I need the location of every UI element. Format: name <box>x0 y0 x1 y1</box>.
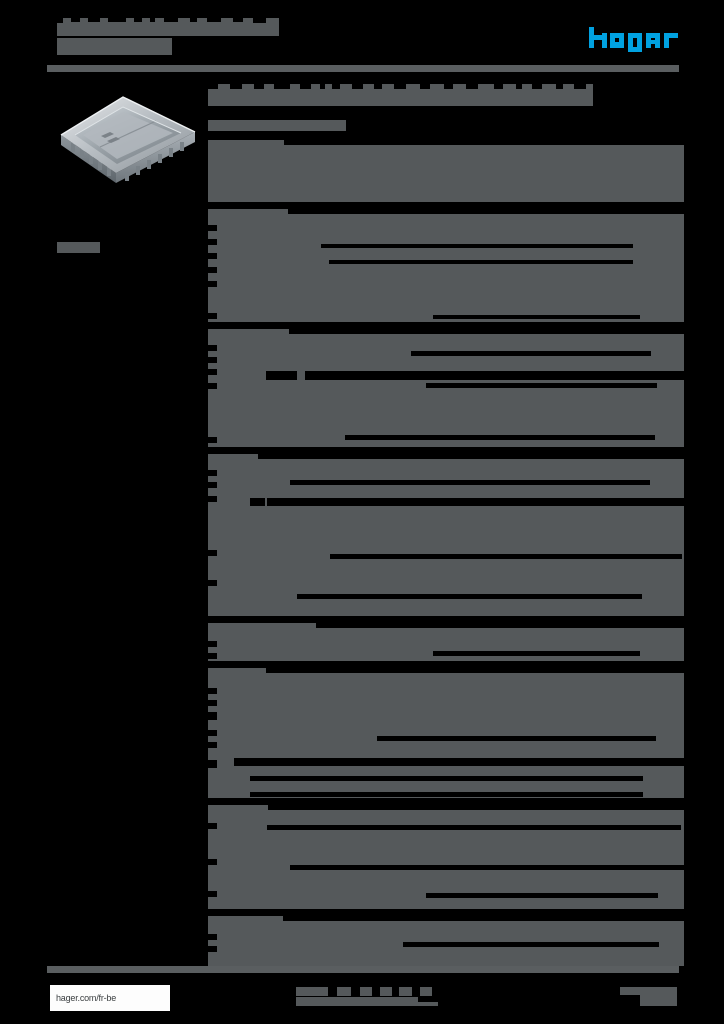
title-notch <box>207 18 221 22</box>
footer-page-number <box>620 987 677 1006</box>
leader-dots <box>411 351 651 356</box>
page-title <box>208 84 593 106</box>
spec-section-body <box>208 156 684 202</box>
leader-dots <box>433 651 640 656</box>
spec-section <box>208 668 688 798</box>
spec-section-body <box>208 225 684 322</box>
spec-section-header <box>208 454 688 470</box>
spec-section-body <box>208 684 688 798</box>
title-notch <box>253 18 266 23</box>
leader-dots <box>267 825 681 830</box>
leader-dots <box>290 865 685 870</box>
spec-section <box>208 140 688 202</box>
leader-dots <box>250 792 643 797</box>
spec-section-body <box>208 639 684 661</box>
spec-section <box>208 916 688 966</box>
spec-section <box>208 454 688 616</box>
spec-rows <box>208 684 688 798</box>
footer-center-text <box>296 987 446 1007</box>
spec-rows <box>208 470 688 616</box>
leader-dots <box>297 594 642 599</box>
title-notch <box>233 18 243 22</box>
document-title <box>57 18 279 55</box>
document-title-line-1 <box>57 18 279 36</box>
spec-section-header <box>208 140 688 156</box>
spec-section-header <box>208 209 688 225</box>
title-notch <box>57 18 63 23</box>
title-notch <box>164 18 178 22</box>
hager-logo <box>588 26 680 52</box>
spec-section <box>208 623 688 661</box>
title-notch <box>209 38 213 44</box>
product-reference <box>57 242 100 253</box>
product-image <box>53 88 203 190</box>
spec-section-body <box>208 932 684 966</box>
spec-section-header <box>208 916 688 932</box>
document-title-line-2 <box>57 38 172 55</box>
spec-section-header <box>208 668 688 684</box>
spec-section-body <box>208 470 688 616</box>
leader-dots <box>377 736 656 741</box>
spec-section-header <box>208 623 688 639</box>
leader-dots <box>250 776 643 781</box>
spec-section <box>208 329 688 447</box>
leader-dots <box>426 893 658 898</box>
spec-section-header <box>208 805 688 821</box>
footer-website-link[interactable]: hager.com/fr-be <box>50 985 170 1011</box>
header-rule <box>47 65 679 72</box>
title-notch <box>150 18 155 22</box>
spec-section-body <box>208 821 685 909</box>
spec-rows <box>208 639 684 661</box>
spec-section <box>208 805 688 909</box>
leader-dots <box>403 942 659 947</box>
leader-dots <box>290 480 650 485</box>
footer-rule <box>47 966 679 973</box>
title-notch <box>71 18 80 22</box>
page-header <box>0 0 724 80</box>
title-notch <box>172 38 175 44</box>
leader-dots <box>321 244 633 248</box>
spec-rows <box>208 821 685 909</box>
page-subtitle <box>208 120 346 131</box>
spec-section-body <box>208 345 688 447</box>
title-notch <box>88 18 100 22</box>
main-content <box>208 84 688 973</box>
spec-section-header <box>208 329 688 345</box>
spec-rows <box>208 345 688 447</box>
footer-website-url: hager.com/fr-be <box>56 993 117 1003</box>
spec-rows <box>208 225 684 322</box>
leader-dots <box>329 260 633 264</box>
spec-rows <box>208 932 684 966</box>
spec-section <box>208 209 688 322</box>
title-notch <box>108 18 126 22</box>
leader-dots <box>345 435 655 440</box>
leader-dots <box>433 315 640 319</box>
title-notch <box>134 18 142 22</box>
leader-dots <box>330 554 682 559</box>
title-notch <box>190 18 197 22</box>
leader-dots <box>426 383 657 388</box>
